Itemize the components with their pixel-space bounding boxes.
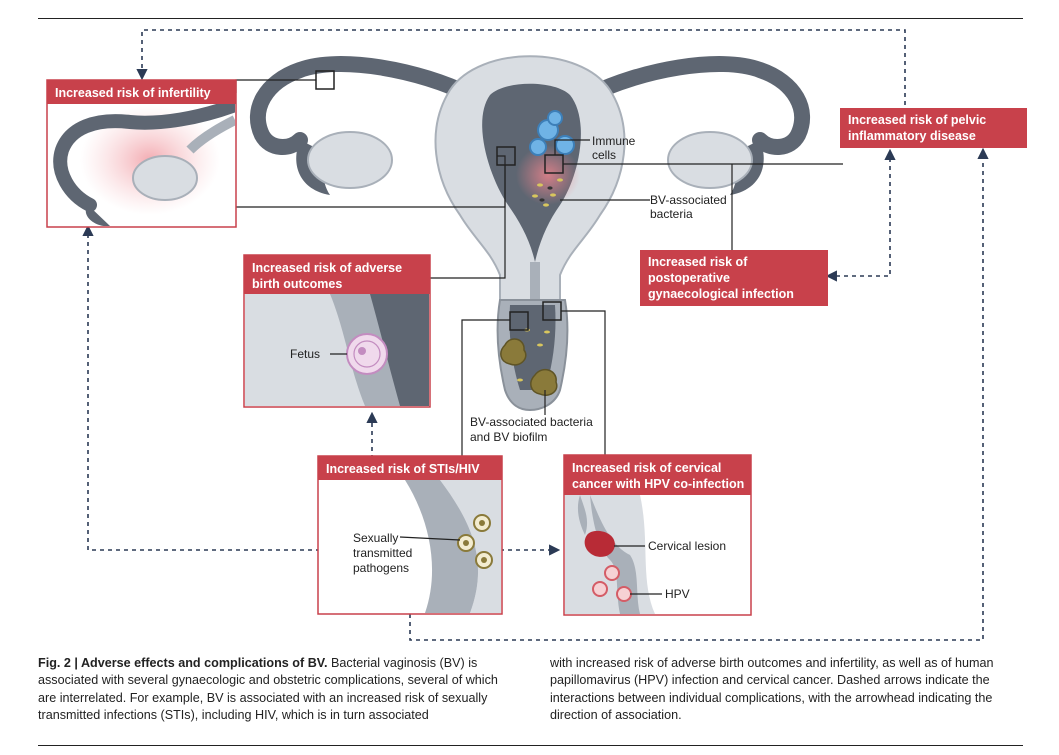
caption-column-1: Fig. 2 | Adverse effects and complicatio… (38, 655, 518, 725)
sexually-label-line2: transmitted (353, 546, 412, 560)
biofilm-label-line1: BV-associated bacteria (470, 415, 593, 429)
dashed-arrows (82, 29, 989, 641)
birth-title-line1: Increased risk of adverse (252, 261, 402, 275)
postop-title-line1: Increased risk of (648, 255, 748, 269)
biofilm-label-line2: and BV biofilm (470, 430, 547, 444)
bv-bacteria-label-line2: bacteria (650, 207, 693, 221)
bv-bacteria-label-line1: BV-associated (650, 193, 727, 207)
sexually-label-line3: pathogens (353, 561, 409, 575)
immune-label-line2: cells (592, 148, 616, 162)
birth-box: Increased risk of adverse birth outcomes… (243, 254, 431, 408)
pelvic-box: Increased risk of pelvic inflammatory di… (840, 108, 1027, 148)
top-rule (38, 18, 1023, 19)
cervical-box: Increased risk of cervical cancer with H… (563, 454, 752, 616)
cervical-title-line1: Increased risk of cervical (572, 461, 721, 475)
cervical-title-line2: cancer with HPV co-infection (572, 477, 744, 491)
figure-label: Fig. 2 | Adverse effects and complicatio… (38, 656, 328, 670)
caption-column-2: with increased risk of adverse birth out… (550, 655, 1025, 725)
postop-title-line2: postoperative (648, 271, 730, 285)
sexually-label-line1: Sexually (353, 531, 398, 545)
infertility-title: Increased risk of infertility (55, 86, 211, 100)
uterus-illustration (249, 55, 811, 412)
bv-complications-diagram: Increased risk of infertility Increased … (46, 29, 1027, 641)
sti-title: Increased risk of STIs/HIV (326, 462, 480, 476)
birth-title-line2: birth outcomes (252, 277, 342, 291)
fetus-label: Fetus (290, 347, 320, 361)
caption-text-2: with increased risk of adverse birth out… (550, 656, 994, 723)
caption-text-1: Bacterial vaginosis (BV) is associated w… (38, 656, 498, 723)
cervical-lesion-label: Cervical lesion (648, 539, 726, 553)
pelvic-title-line2: inflammatory disease (848, 129, 976, 143)
pelvic-title-line1: Increased risk of pelvic (848, 113, 986, 127)
immune-label-line1: Immune (592, 134, 636, 148)
bottom-rule (38, 745, 1023, 746)
postop-box: Increased risk of postoperative gynaecol… (640, 250, 828, 306)
infertility-box: Increased risk of infertility (46, 79, 237, 228)
sti-box: Increased risk of STIs/HIV Sexually tran… (317, 455, 503, 615)
hpv-label: HPV (665, 587, 690, 601)
postop-title-line3: gynaecological infection (648, 287, 794, 301)
